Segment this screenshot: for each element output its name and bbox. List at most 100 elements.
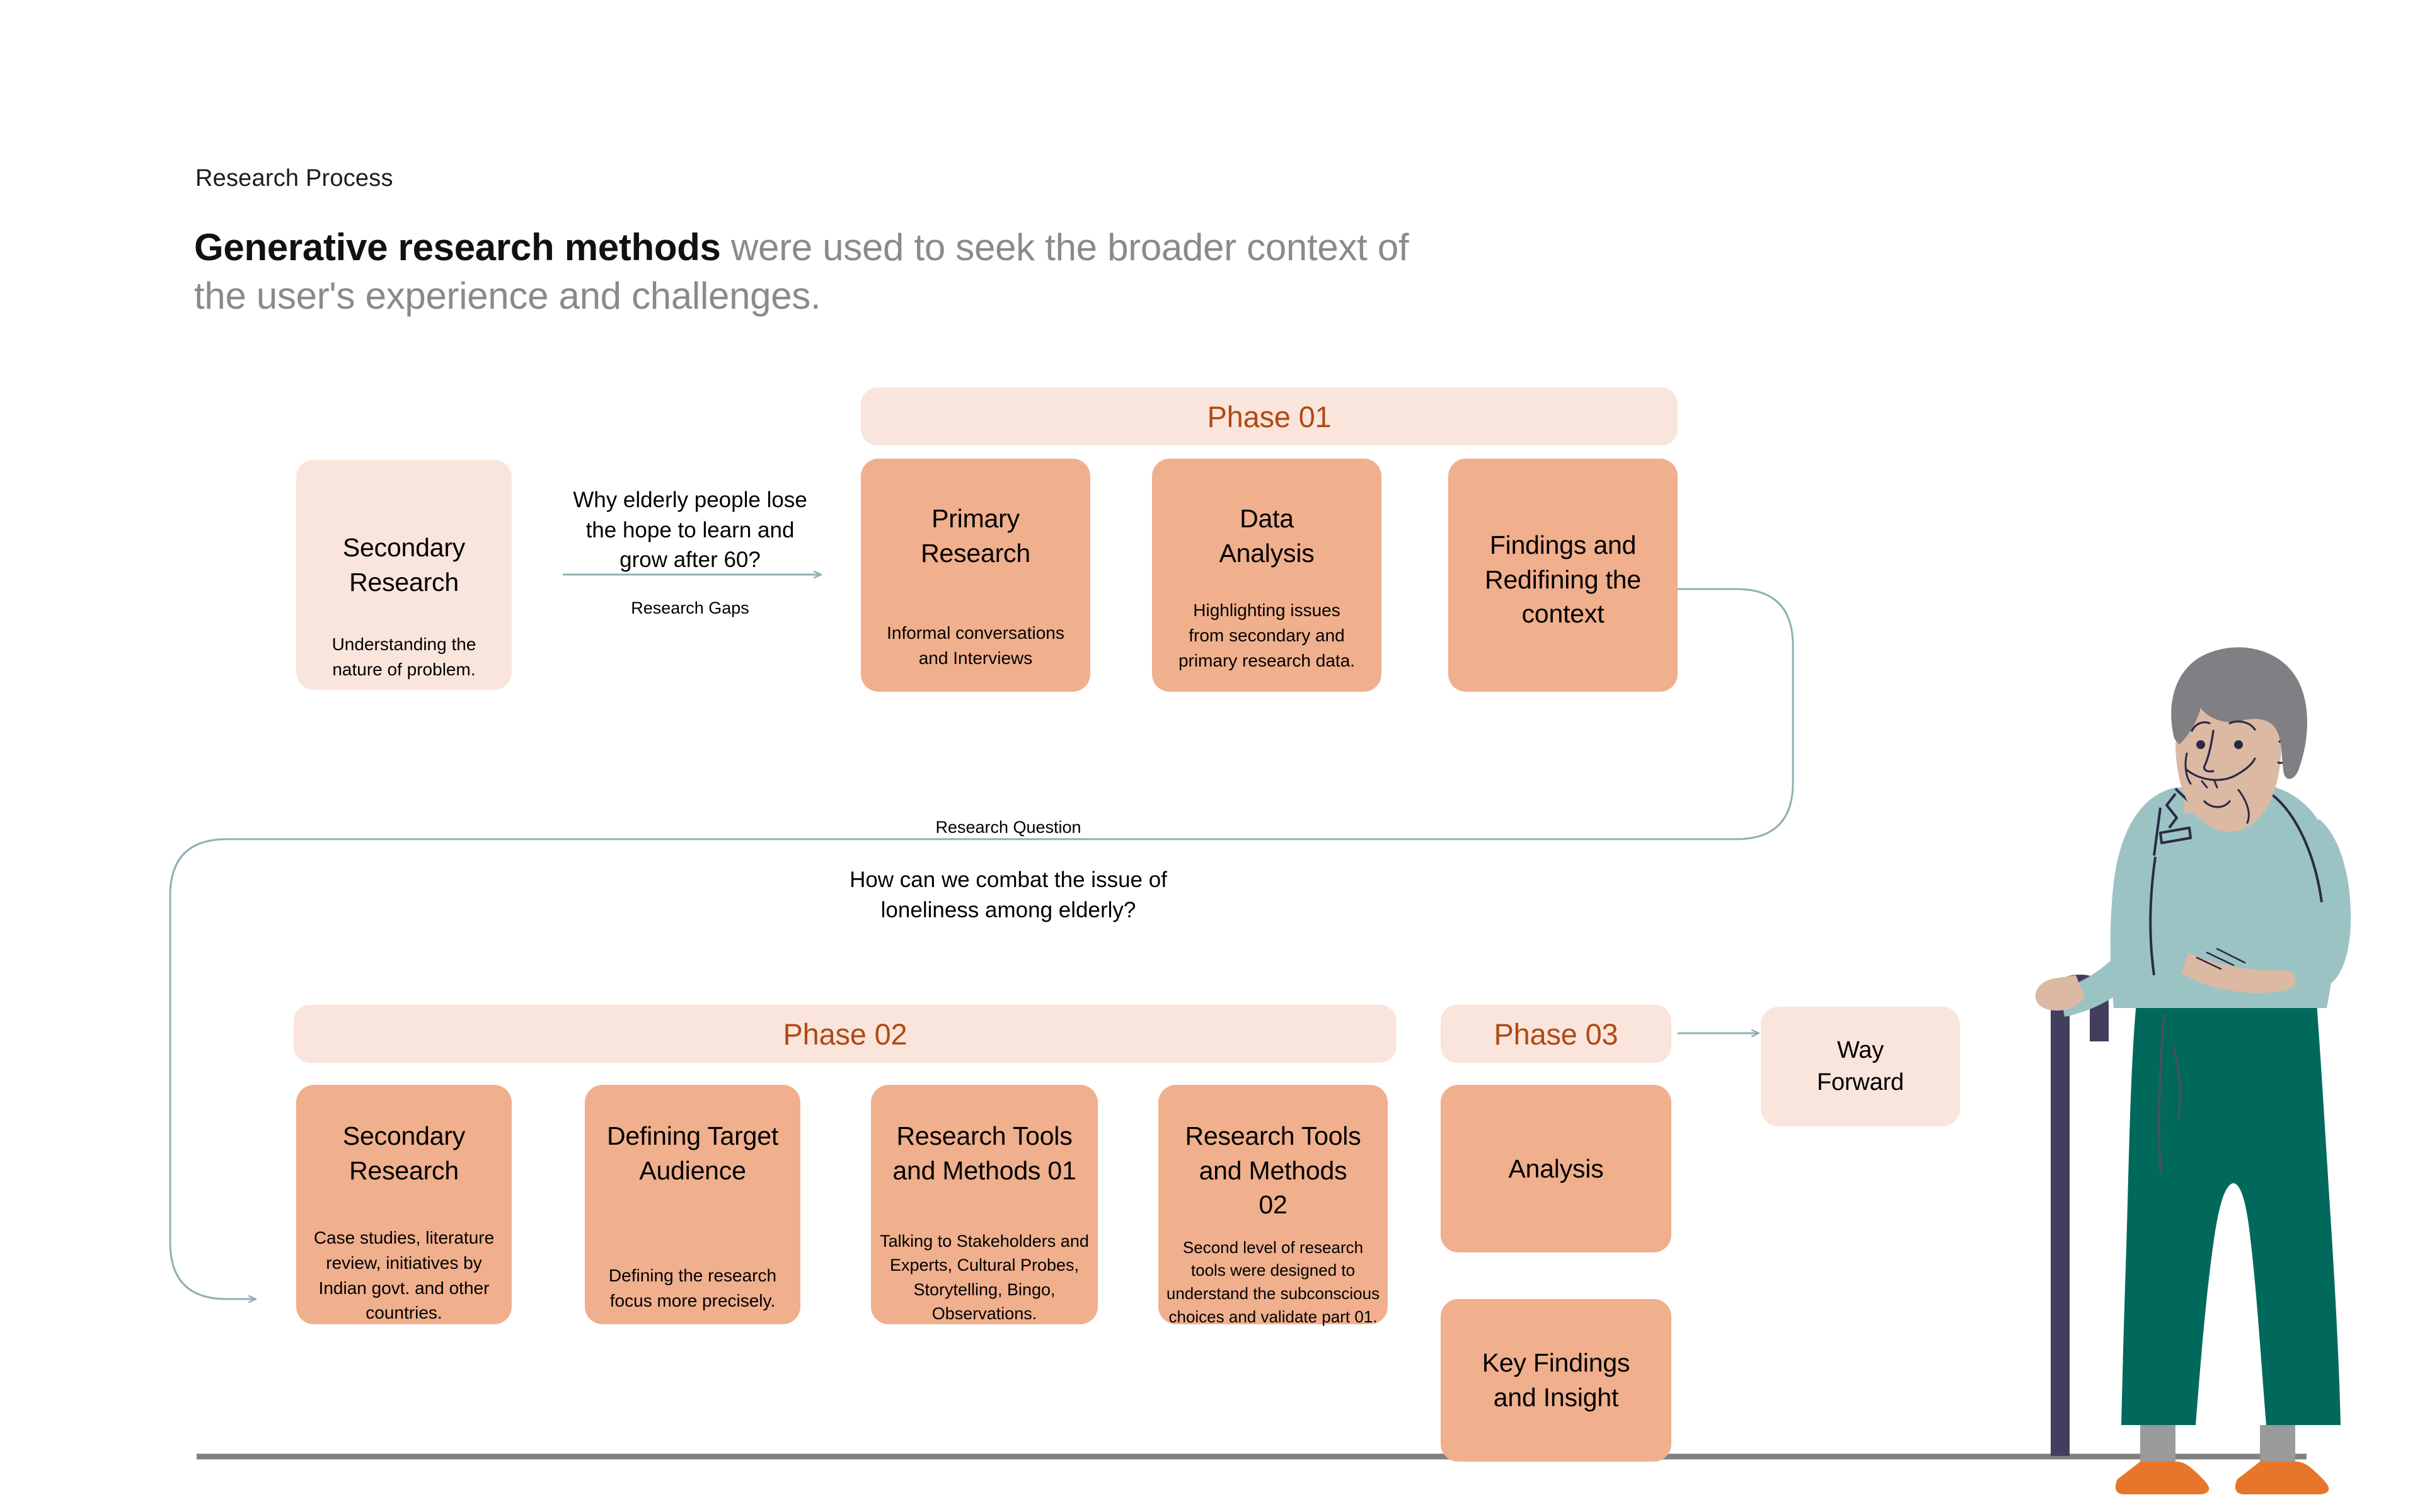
- card-desc-line2: tools were designed to: [1190, 1261, 1356, 1280]
- right-hand: [2182, 953, 2296, 993]
- card-desc-line2: focus more precisely.: [609, 1290, 776, 1310]
- research-gap-question: Why elderly people lose the hope to lear…: [555, 485, 826, 575]
- card-title-line1: Secondary: [342, 1121, 466, 1150]
- card-primary-research[interactable]: Primary Research Informal conversations …: [861, 459, 1090, 692]
- shirt-placket: [2153, 807, 2162, 856]
- research-question-line1: How can we combat the issue of: [850, 868, 1167, 892]
- card-title-line2: Research: [921, 538, 1030, 568]
- card-key-findings-and-insight[interactable]: Key Findings and Insight: [1441, 1299, 1671, 1462]
- card-secondary-research-intro[interactable]: Secondary Research Understanding the nat…: [296, 460, 512, 690]
- card-desc-line1: Talking to Stakeholders and: [880, 1232, 1089, 1251]
- card-research-tools-methods-02[interactable]: Research Tools and Methods 02 Second lev…: [1158, 1085, 1388, 1326]
- card-desc-line2: and Interviews: [918, 648, 1033, 668]
- card-title-line1: Way: [1837, 1037, 1884, 1064]
- phase-02-bar[interactable]: Phase 02: [294, 1005, 1397, 1063]
- left-sock: [2140, 1425, 2175, 1470]
- right-sock: [2260, 1425, 2295, 1470]
- card-analysis[interactable]: Analysis: [1441, 1085, 1671, 1252]
- card-way-forward[interactable]: Way Forward: [1761, 1007, 1960, 1126]
- finger-lines: [2196, 948, 2246, 970]
- phase-03-bar[interactable]: Phase 03: [1441, 1005, 1671, 1063]
- card-title-line1: Data: [1240, 504, 1294, 533]
- right-arm: [2285, 819, 2351, 983]
- card-title-line2: and Methods: [1199, 1155, 1347, 1185]
- card-desc-line2: review, initiatives by: [326, 1252, 482, 1273]
- card-desc-line2: Experts, Cultural Probes,: [889, 1256, 1080, 1275]
- card-desc-line1: Understanding the: [331, 634, 476, 655]
- gap-question-line1: Why elderly people lose: [573, 488, 807, 512]
- phase-01-label: Phase 01: [1207, 399, 1332, 433]
- card-defining-target-audience[interactable]: Defining Target Audience Defining the re…: [585, 1085, 800, 1324]
- card-title-line1: Key Findings: [1482, 1348, 1630, 1378]
- research-question-text: How can we combat the issue of lonelines…: [737, 865, 1279, 925]
- card-title-line1: Secondary: [342, 533, 466, 562]
- mouth: [2203, 800, 2231, 808]
- card-description: Informal conversations and Interviews: [887, 621, 1064, 671]
- card-title-line2: Forward: [1817, 1069, 1904, 1096]
- card-desc-line4: Observations.: [931, 1304, 1037, 1324]
- face: [2175, 668, 2282, 832]
- page-title: Generative research methods were used to…: [194, 224, 1455, 321]
- card-description: Talking to Stakeholders and Experts, Cul…: [880, 1229, 1089, 1326]
- left-shoe: [2115, 1462, 2210, 1494]
- card-desc-line1: Informal conversations: [887, 623, 1064, 643]
- page-eyebrow: Research Process: [195, 165, 393, 192]
- left-eyebrow: [2191, 721, 2211, 732]
- card-title-line1: Research Tools: [1185, 1121, 1361, 1150]
- trouser-pocket: [2172, 1045, 2181, 1119]
- chin-line: [2237, 789, 2250, 824]
- collar-left-fold: [2165, 793, 2178, 829]
- moustache-lower: [2201, 780, 2218, 789]
- card-description: Case studies, literature review, initiat…: [314, 1225, 494, 1326]
- shoulder-seam: [2271, 794, 2323, 903]
- shirt-collar: [2174, 788, 2262, 813]
- card-title-line2: and Insight: [1493, 1383, 1619, 1412]
- card-description: Understanding the nature of problem.: [332, 632, 476, 682]
- card-desc-line4: choices and validate part 01.: [1168, 1307, 1378, 1327]
- ear: [2277, 738, 2294, 764]
- card-title: Key Findings and Insight: [1482, 1346, 1630, 1414]
- left-eye: [2196, 740, 2205, 749]
- card-title-line3: 02: [1259, 1190, 1288, 1220]
- card-description: Second level of research tools were desi…: [1167, 1236, 1380, 1329]
- card-title: Defining Target Audience: [607, 1119, 778, 1188]
- card-title-line1: Defining Target: [606, 1121, 779, 1150]
- card-research-tools-methods-01[interactable]: Research Tools and Methods 01 Talking to…: [871, 1085, 1098, 1324]
- shirt-torso: [2110, 785, 2337, 1008]
- shirt-pocket: [2159, 827, 2192, 844]
- card-title-line1: Research Tools: [896, 1121, 1073, 1150]
- card-findings-redefining-context[interactable]: Findings and Redifining the context: [1448, 459, 1678, 692]
- neck: [2184, 767, 2238, 813]
- card-title-line3: context: [1521, 599, 1605, 629]
- card-title-line2: Redifining the: [1485, 564, 1641, 594]
- card-desc-line3: understand the subconscious: [1166, 1284, 1380, 1303]
- card-title: Research Tools and Methods 02: [1185, 1119, 1361, 1222]
- right-eyebrow: [2228, 720, 2256, 731]
- right-eye: [2234, 740, 2243, 749]
- card-title: Research Tools and Methods 01: [892, 1119, 1076, 1188]
- trousers: [2121, 1002, 2341, 1425]
- card-title: Data Analysis: [1219, 501, 1314, 570]
- card-title-line1: Primary: [931, 504, 1020, 533]
- card-title-line1: Findings and: [1489, 530, 1637, 559]
- card-description: Highlighting issues from secondary and p…: [1178, 598, 1355, 673]
- page-title-strong: Generative research methods: [194, 226, 721, 268]
- walking-cane-icon: [2051, 975, 2109, 1456]
- card-phase02-secondary-research[interactable]: Secondary Research Case studies, literat…: [296, 1085, 512, 1324]
- card-title-line2: and Methods 01: [892, 1155, 1076, 1185]
- phase-01-bar[interactable]: Phase 01: [861, 387, 1678, 445]
- cheek-line: [2184, 752, 2192, 785]
- card-title-line2: Audience: [639, 1155, 746, 1185]
- card-data-analysis[interactable]: Data Analysis Highlighting issues from s…: [1152, 459, 1381, 692]
- card-title: Secondary Research: [343, 530, 465, 599]
- phase-03-label: Phase 03: [1494, 1017, 1618, 1051]
- moustache: [2186, 757, 2256, 781]
- card-desc-line4: countries.: [366, 1303, 442, 1323]
- card-desc-line3: Storytelling, Bingo,: [913, 1280, 1056, 1299]
- card-desc-line1: Case studies, literature: [313, 1228, 495, 1248]
- card-desc-line3: primary research data.: [1178, 650, 1356, 670]
- card-desc-line3: Indian govt. and other: [318, 1278, 490, 1298]
- card-description: Defining the research focus more precise…: [609, 1263, 776, 1314]
- gap-question-line2: the hope to learn and: [585, 517, 795, 542]
